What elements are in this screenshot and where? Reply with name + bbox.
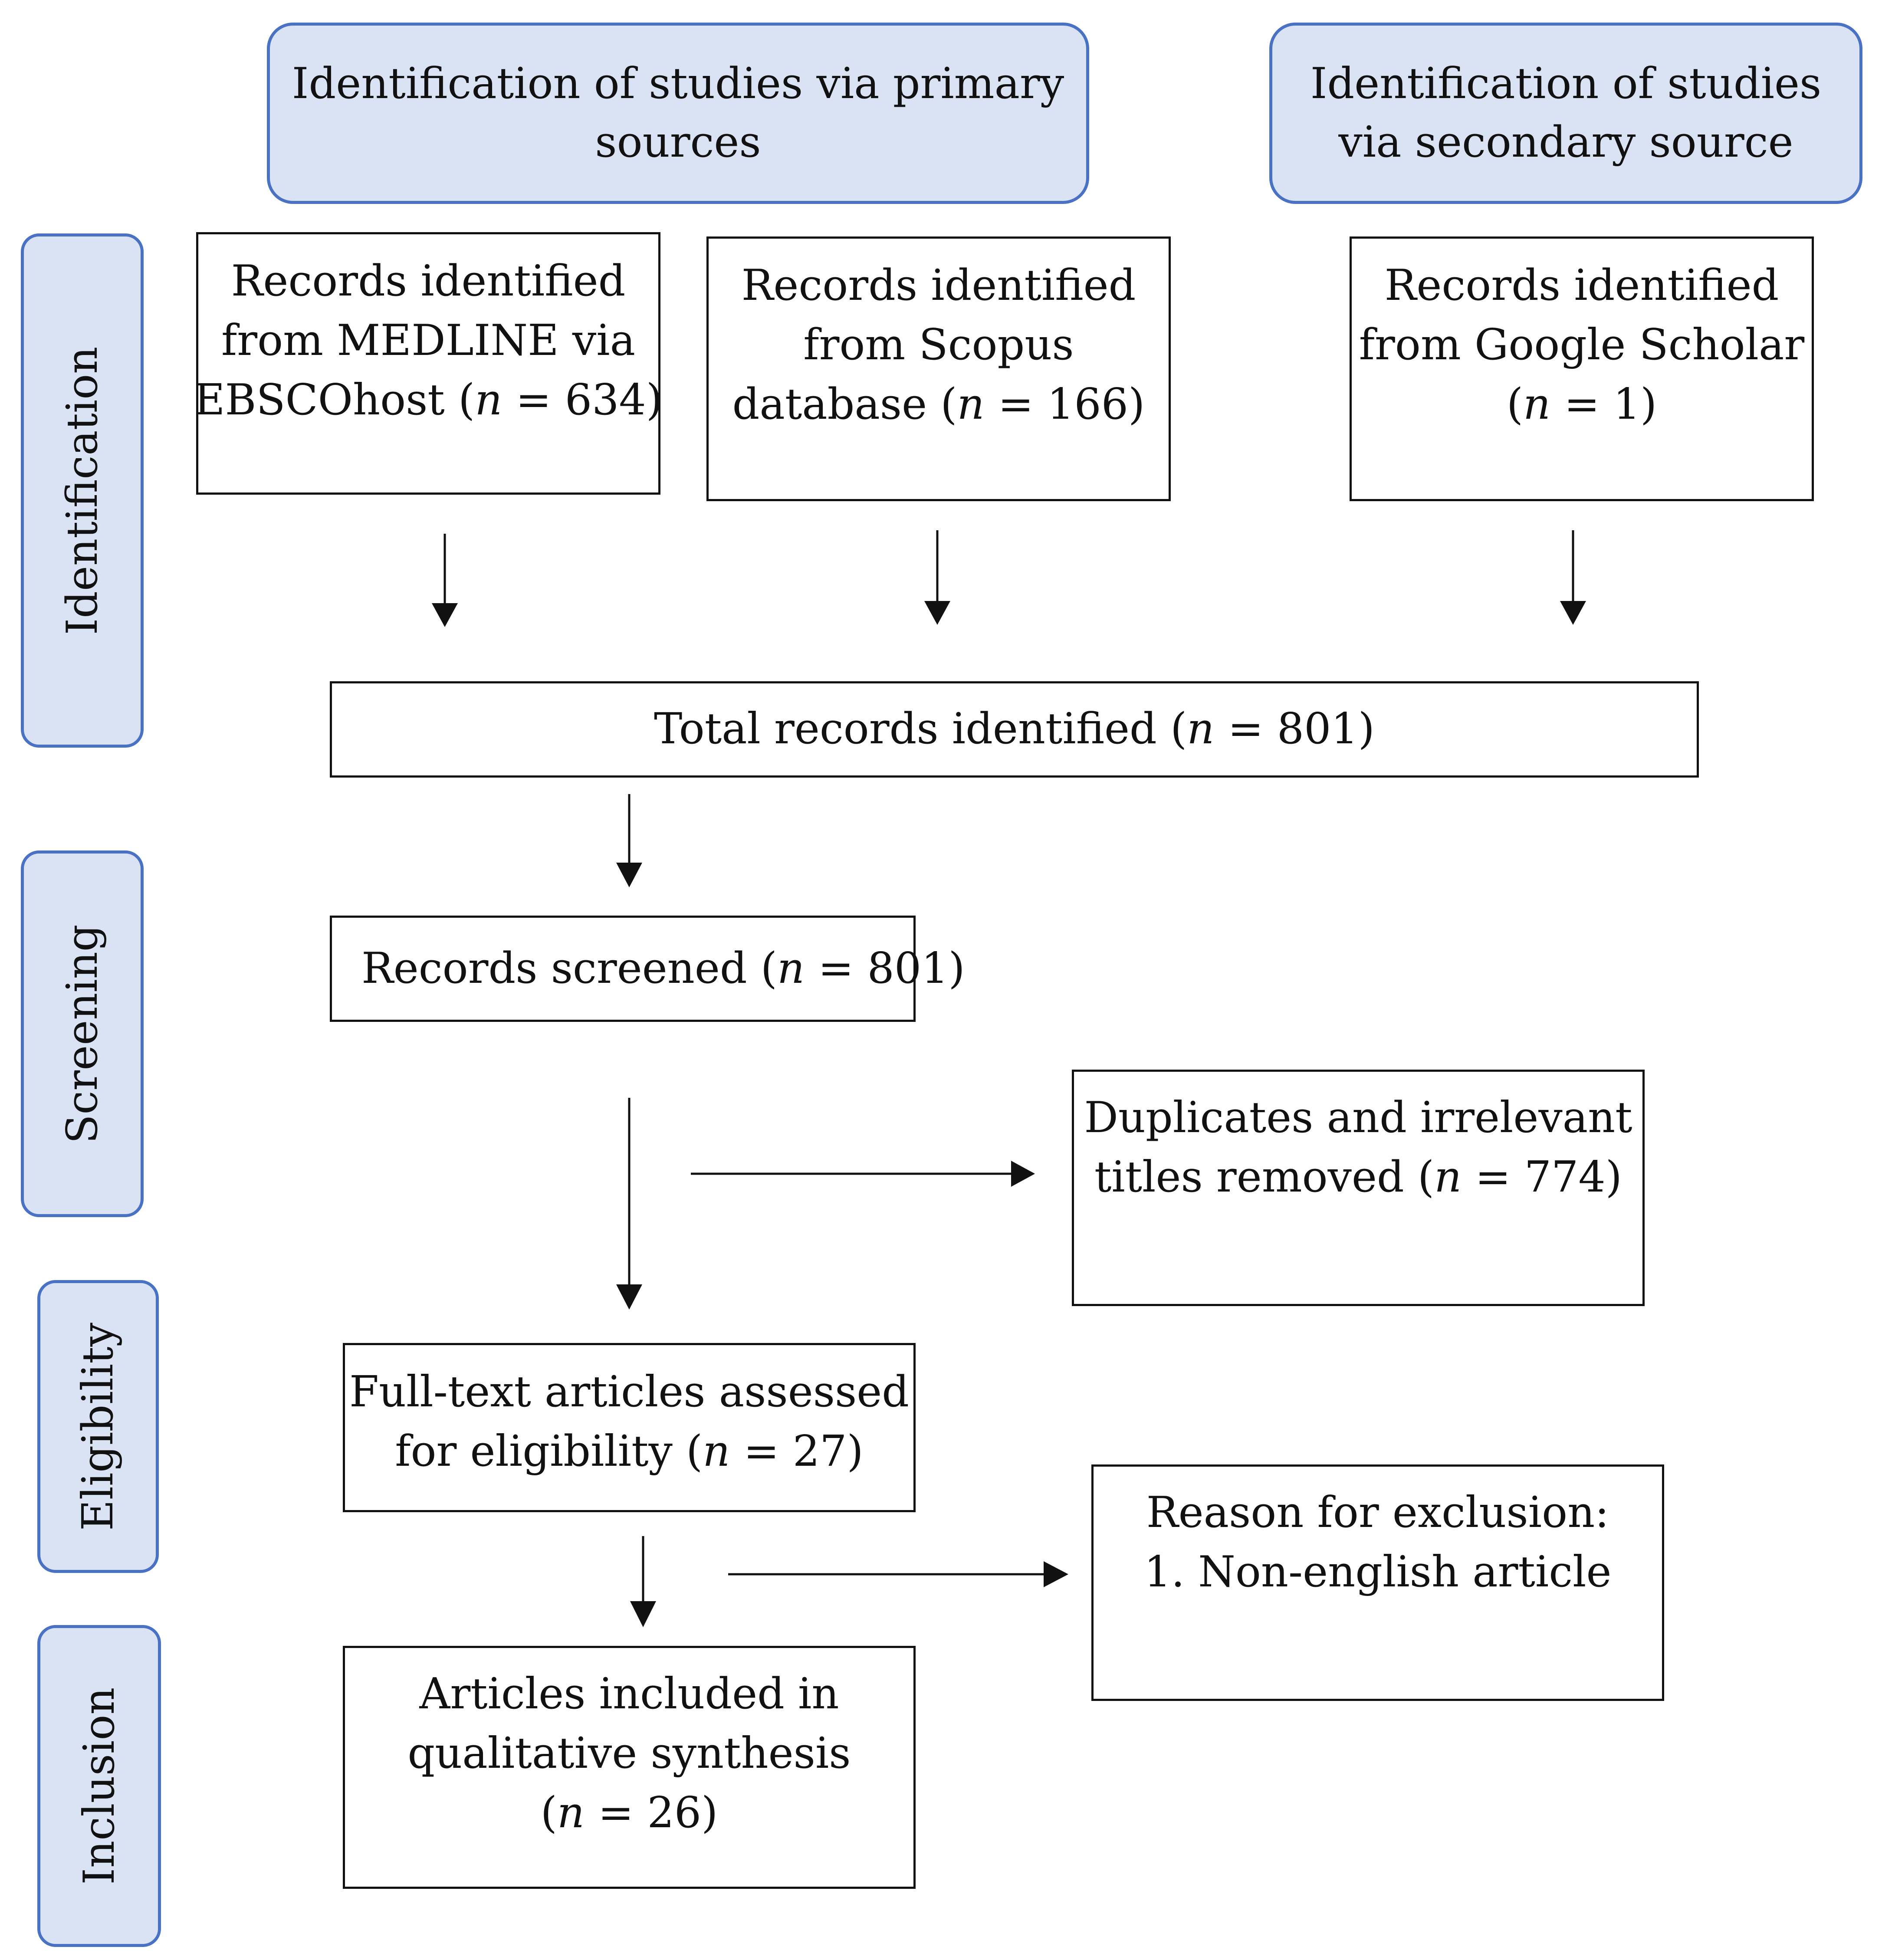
header-secondary-source: Identification of studies via secondary … xyxy=(1269,23,1862,204)
duplicates-line-1: Duplicates and irrelevant xyxy=(1084,1093,1632,1143)
included-line-2: qualitative synthesis xyxy=(407,1729,851,1779)
stage-screening: Screening xyxy=(21,850,144,1217)
arrow-fulltext-to-included xyxy=(630,1536,656,1627)
medline-line-1: Records identified xyxy=(231,256,626,306)
stage-identification: Identification xyxy=(21,233,144,748)
medline-line-2: from MEDLINE via xyxy=(221,316,636,366)
arrow-to-duplicates xyxy=(691,1161,1035,1187)
duplicates-line-2: titles removed (n = 774) xyxy=(1094,1152,1622,1202)
included-line-3: (n = 26) xyxy=(540,1788,718,1838)
box-total-records: Total records identified (n = 801) xyxy=(330,681,1699,778)
box-records-screened: Records screened (n = 801) xyxy=(330,916,965,1022)
header-secondary-line-2: via secondary source xyxy=(1338,118,1793,167)
arrow-scholar-to-total xyxy=(1560,530,1586,625)
included-line-1: Articles included in xyxy=(419,1669,839,1719)
records-screened-text: Records screened (n = 801) xyxy=(361,943,965,993)
arrow-screened-to-fulltext xyxy=(616,1098,642,1310)
arrow-medline-to-total xyxy=(432,534,458,627)
exclusion-line-2: 1. Non-english article xyxy=(1144,1547,1612,1597)
total-records-text: Total records identified (n = 801) xyxy=(654,704,1375,754)
scholar-line-1: Records identified xyxy=(1384,261,1779,310)
arrow-to-exclusion xyxy=(728,1561,1068,1587)
scholar-line-3: (n = 1) xyxy=(1506,380,1657,430)
header-primary-line-1: Identification of studies via primary xyxy=(292,59,1064,108)
box-records-medline: Records identified from MEDLINE via EBSC… xyxy=(194,232,663,495)
box-records-scopus: Records identified from Scopus database … xyxy=(706,236,1171,501)
medline-line-3: EBSCOhost (n = 634) xyxy=(194,375,663,425)
scholar-line-2: from Google Scholar xyxy=(1359,320,1805,370)
box-articles-included: Articles included in qualitative synthes… xyxy=(343,1646,916,1889)
header-secondary-line-1: Identification of studies xyxy=(1310,59,1822,108)
box-duplicates-removed: Duplicates and irrelevant titles removed… xyxy=(1072,1070,1645,1306)
stage-eligibility: Eligibility xyxy=(37,1280,159,1573)
box-fulltext-assessed: Full-text articles assessed for eligibil… xyxy=(343,1343,916,1512)
arrow-total-to-screened xyxy=(616,794,642,887)
box-records-google-scholar: Records identified from Google Scholar (… xyxy=(1350,236,1814,501)
fulltext-line-2: for eligibility (n = 27) xyxy=(395,1427,864,1477)
fulltext-line-1: Full-text articles assessed xyxy=(349,1367,910,1417)
scopus-line-1: Records identified xyxy=(741,261,1136,310)
header-primary-line-2: sources xyxy=(595,118,761,167)
scopus-line-3: database (n = 166) xyxy=(732,380,1145,430)
box-reason-exclusion: Reason for exclusion: 1. Non-english art… xyxy=(1091,1464,1664,1701)
stage-inclusion: Inclusion xyxy=(37,1625,161,1947)
arrow-scopus-to-total xyxy=(924,530,950,625)
exclusion-line-1: Reason for exclusion: xyxy=(1146,1488,1609,1537)
scopus-line-2: from Scopus xyxy=(803,320,1074,370)
header-primary-sources: Identification of studies via primary so… xyxy=(267,23,1089,204)
